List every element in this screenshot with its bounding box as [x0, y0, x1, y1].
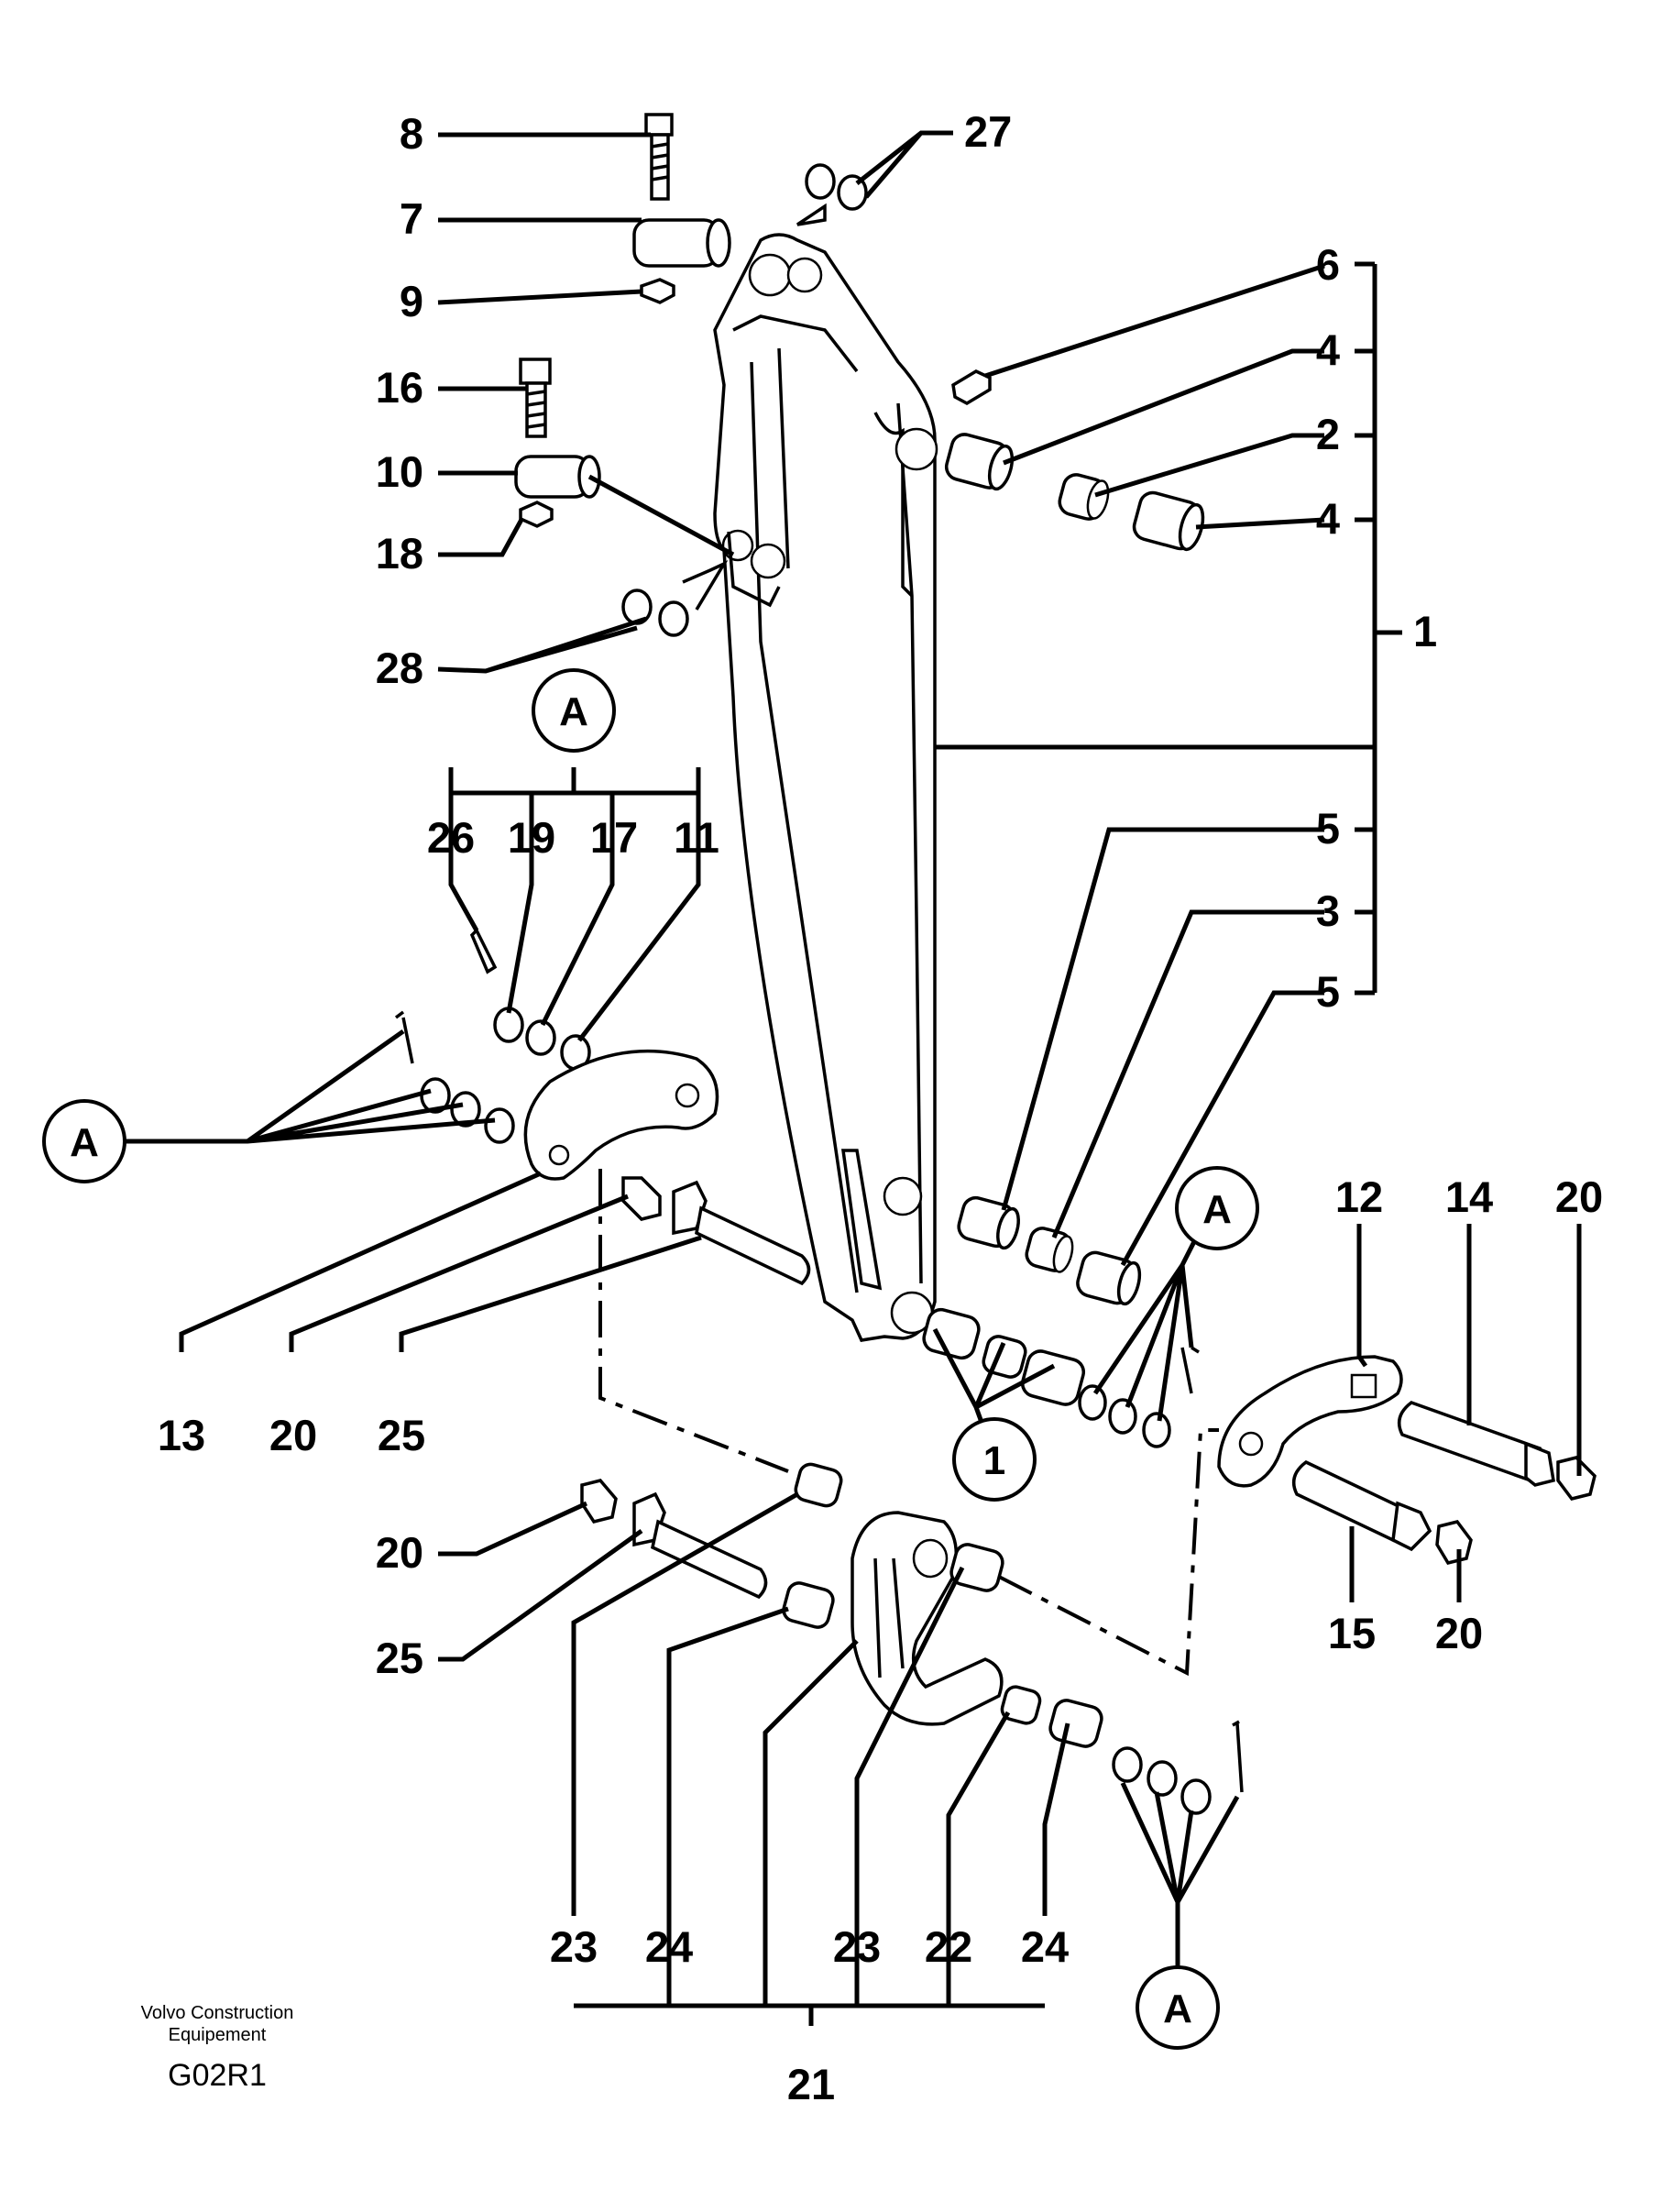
seal-2: [1058, 473, 1110, 521]
callout-1: 1: [952, 1417, 1037, 1502]
part-label-9: 9: [400, 277, 423, 325]
part-label-24-left: 24: [645, 1922, 693, 1971]
part-label-24-right: 24: [1021, 1922, 1069, 1971]
washers-left-group: [394, 1010, 515, 1144]
callout-A-bottom: A: [1136, 1965, 1220, 2050]
bushing-4-lower: [1132, 490, 1205, 552]
part-label-16: 16: [376, 363, 423, 412]
callout-A-bottom-label: A: [1163, 1986, 1192, 2031]
part-label-7: 7: [400, 194, 423, 243]
pin-14: [1397, 1401, 1555, 1487]
part-label-19: 19: [508, 813, 555, 862]
washers-19-17-11: [493, 1007, 591, 1071]
part-label-25-upper: 25: [378, 1411, 425, 1459]
pin-25-lower: [632, 1491, 768, 1600]
callout-A-top-label: A: [559, 689, 588, 734]
pin-10: [514, 455, 601, 499]
bushing-5-upper: [957, 1195, 1020, 1250]
drawing-code: G02R1: [168, 2058, 267, 2093]
part-label-21: 21: [787, 2060, 835, 2108]
part-label-3: 3: [1316, 886, 1340, 935]
callout-A-top: A: [532, 668, 616, 753]
bushing-4-upper: [944, 433, 1015, 491]
centerline-right: [998, 1428, 1219, 1677]
callout-A-left: A: [42, 1099, 126, 1183]
part-label-20-left: 20: [269, 1411, 317, 1459]
part-label-27: 27: [964, 107, 1012, 156]
part-label-15: 15: [1328, 1609, 1376, 1657]
shims-27: [796, 163, 868, 226]
bushing-5-lower: [1076, 1250, 1142, 1306]
bolt-8: [644, 113, 674, 201]
part-label-4-lower: 4: [1316, 494, 1340, 543]
centerline-left: [598, 1169, 789, 1473]
fitting-20-mid: [1435, 1520, 1473, 1566]
fitting-20-left: [621, 1176, 662, 1221]
part-label-6: 6: [1316, 240, 1340, 289]
callout-1-label: 1: [983, 1438, 1005, 1483]
callout-A-right-label: A: [1202, 1187, 1232, 1232]
shims-28: [621, 559, 729, 637]
nut-18: [519, 501, 554, 528]
washers-bottom-right: [1112, 1720, 1244, 1815]
part-label-20-right: 20: [1555, 1172, 1603, 1221]
pin-7: [632, 218, 731, 268]
link-13: [523, 1049, 719, 1181]
link-12: [1217, 1355, 1403, 1488]
footer-company-line2: Equipement: [169, 2025, 267, 2045]
part-label-28: 28: [376, 644, 423, 692]
part-label-17: 17: [590, 813, 638, 862]
pin-15: [1291, 1459, 1432, 1552]
part-label-25-lower: 25: [376, 1634, 423, 1682]
callout-A-right: A: [1175, 1166, 1259, 1250]
part-label-2: 2: [1316, 410, 1340, 458]
part-label-8: 8: [400, 109, 423, 158]
part-label-20-mid: 20: [1435, 1609, 1483, 1657]
part-label-11: 11: [674, 813, 719, 862]
part-label-20-bottom: 20: [376, 1528, 423, 1577]
part-label-13: 13: [158, 1411, 205, 1459]
part-label-14: 14: [1445, 1172, 1493, 1221]
part-label-1: 1: [1413, 607, 1437, 655]
pin-25-upper: [672, 1180, 811, 1286]
part-label-5-lower: 5: [1316, 967, 1340, 1016]
part-label-18: 18: [376, 529, 423, 578]
fitting-20-right: [1556, 1456, 1597, 1501]
callout-A-left-label: A: [70, 1120, 99, 1165]
part-label-4-upper: 4: [1316, 325, 1340, 374]
bolt-16: [519, 358, 552, 438]
part-label-12: 12: [1335, 1172, 1383, 1221]
footer-company: Volvo Construction: [141, 2003, 294, 2023]
footer: Volvo Construction Equipement G02R1: [141, 2003, 294, 2093]
part-label-23-left: 23: [550, 1922, 598, 1971]
arm-body: [713, 233, 938, 1342]
part-label-5-upper: 5: [1316, 804, 1340, 853]
nut-9: [640, 278, 675, 304]
part-label-10: 10: [376, 447, 423, 496]
link-21: [850, 1511, 1004, 1726]
part-number-labels: 8 7 9 16 10 18 28 27 6 4 2 4 1 5 3 5 26 …: [158, 107, 1603, 2108]
seal-3: [1025, 1227, 1074, 1273]
part-label-22: 22: [925, 1922, 972, 1971]
part-label-26: 26: [427, 813, 475, 862]
leader-lines: [115, 130, 1582, 2026]
grease-nipple-6: [951, 369, 992, 406]
fitting-20-bottom: [580, 1479, 618, 1524]
cotter-pin-26: [469, 928, 498, 974]
part-label-23-right: 23: [833, 1922, 881, 1971]
